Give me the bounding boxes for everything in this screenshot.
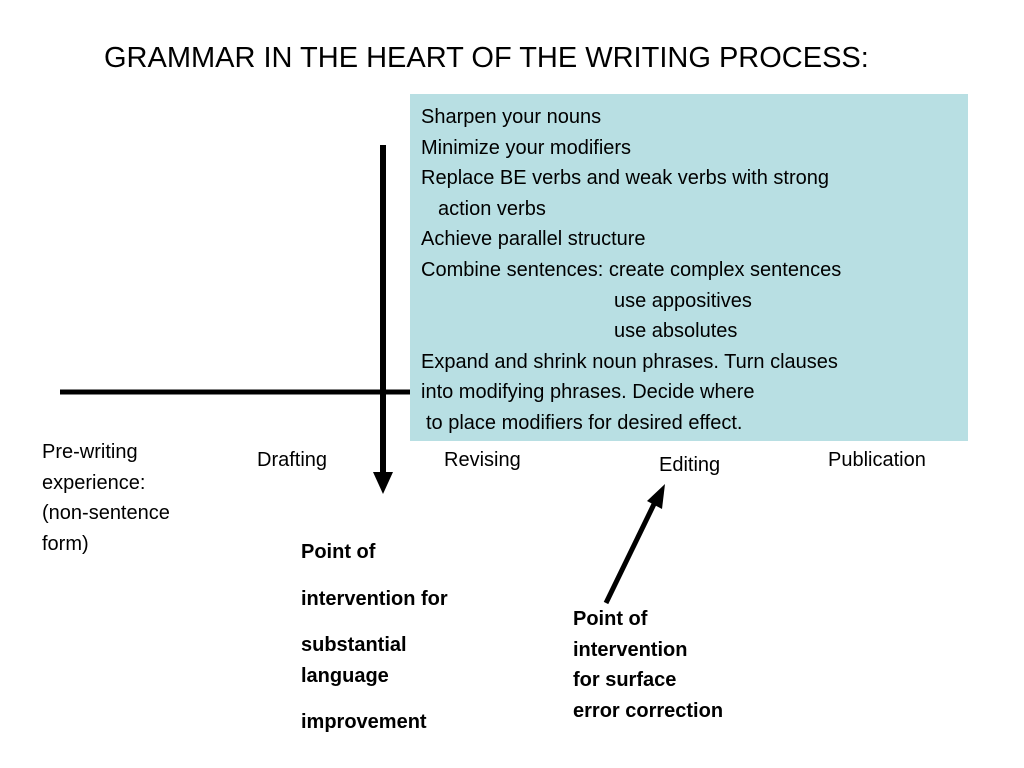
surface-intervention-note: Point of intervention for surface error … bbox=[573, 604, 723, 726]
drafting-arrow-head bbox=[373, 472, 393, 494]
intervention-line: Point of bbox=[573, 608, 648, 630]
strategy-line: Sharpen your nouns bbox=[421, 106, 602, 128]
editing-arrow-shaft bbox=[603, 498, 659, 605]
prewriting-line: Pre-writing bbox=[42, 441, 138, 463]
intervention-line: intervention bbox=[573, 638, 688, 661]
intervention-line: language bbox=[301, 664, 389, 687]
strategy-line: Replace BE verbs and weak verbs with str… bbox=[421, 167, 829, 190]
prewriting-line: experience: bbox=[42, 471, 146, 494]
strategy-line: Expand and shrink noun phrases. Turn cla… bbox=[421, 350, 838, 373]
substantial-intervention-note: Point of intervention for substantial la… bbox=[301, 537, 448, 738]
slide-title: GRAMMAR IN THE HEART OF THE WRITING PROC… bbox=[104, 42, 869, 74]
intervention-line: substantial bbox=[301, 634, 407, 656]
strategy-line: to place modifiers for desired effect. bbox=[426, 411, 743, 434]
strategy-line: use appositives bbox=[614, 289, 752, 312]
intervention-line: improvement bbox=[301, 711, 427, 733]
strategy-line: use absolutes bbox=[614, 320, 738, 343]
strategy-line: into modifying phrases. Decide where bbox=[421, 381, 755, 404]
strategy-line: Minimize your modifiers bbox=[421, 136, 632, 159]
stage-revising-label: Revising bbox=[444, 449, 521, 471]
strategy-line: Combine sentences: create complex senten… bbox=[421, 258, 842, 281]
stage-drafting-label: Drafting bbox=[257, 449, 328, 471]
stage-prewriting-label: Pre-writing experience: (non-sentence fo… bbox=[42, 437, 170, 559]
intervention-line: Point of bbox=[301, 541, 376, 563]
intervention-line: intervention for bbox=[301, 587, 448, 610]
stage-editing-label: Editing bbox=[659, 454, 721, 476]
stage-publication-label: Publication bbox=[828, 449, 926, 471]
grammar-strategies-box: Sharpen your nouns Minimize your modifie… bbox=[410, 94, 968, 441]
prewriting-line: (non-sentence bbox=[42, 502, 170, 524]
prewriting-line: form) bbox=[42, 532, 89, 555]
intervention-line: error correction bbox=[573, 699, 724, 722]
editing-arrow-head bbox=[647, 484, 665, 509]
strategy-line: Achieve parallel structure bbox=[421, 228, 646, 251]
intervention-line: for surface bbox=[573, 669, 677, 691]
strategy-line: action verbs bbox=[438, 197, 546, 220]
